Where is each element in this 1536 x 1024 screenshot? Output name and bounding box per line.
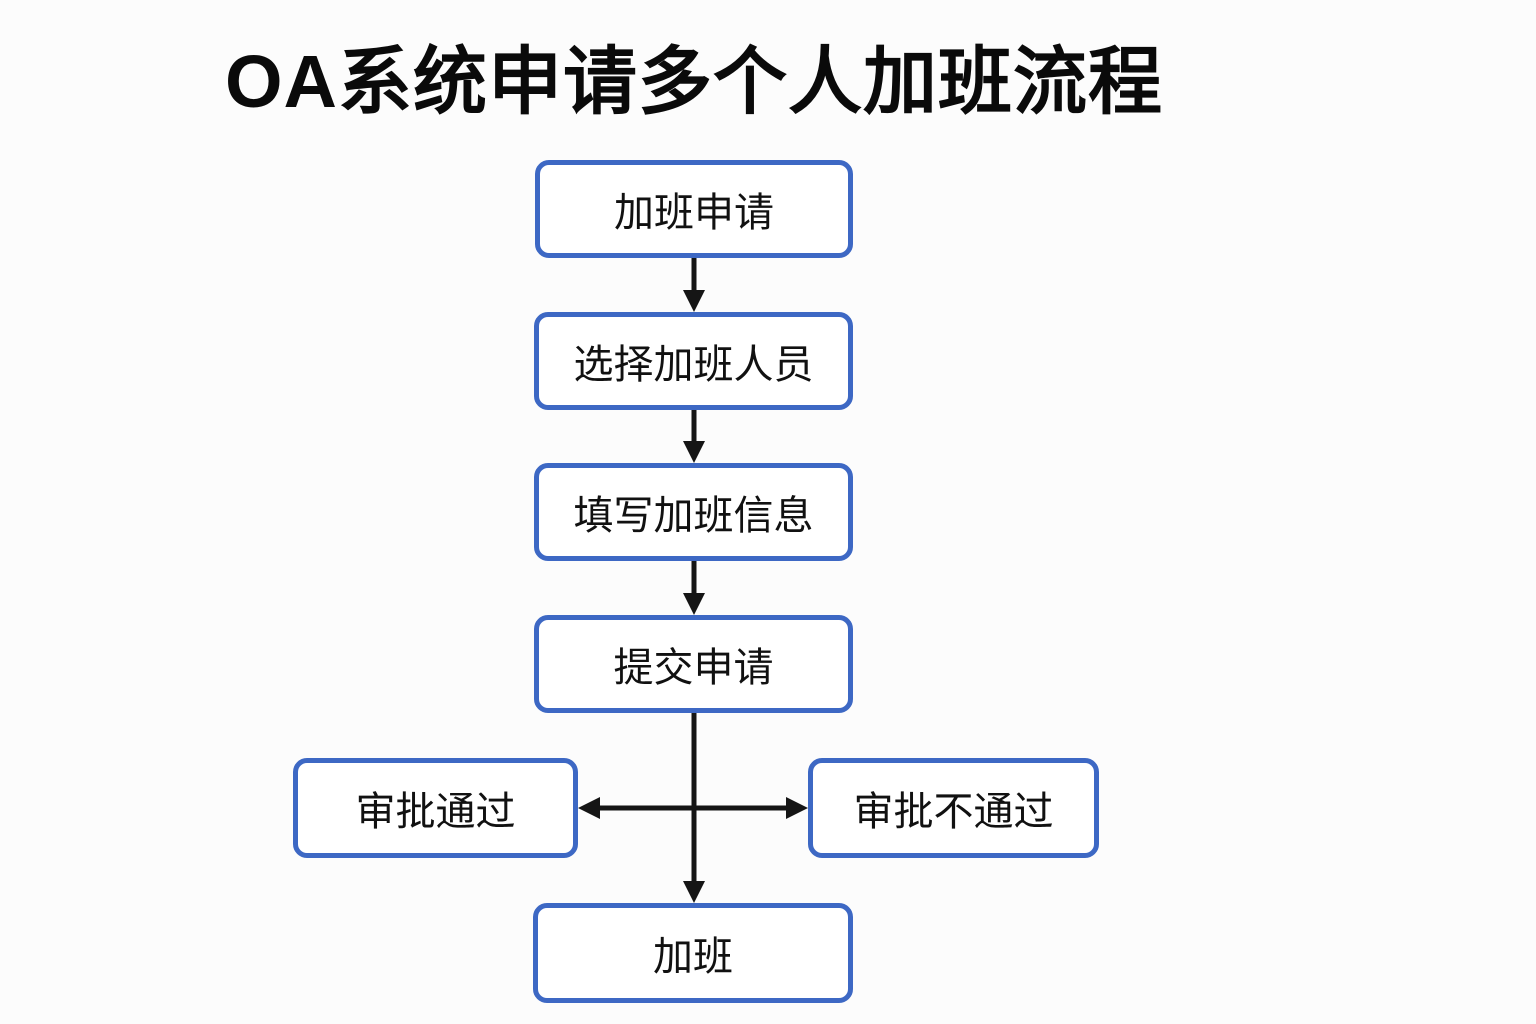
flow-node-select-personnel: 选择加班人员: [534, 312, 853, 410]
flow-node-submit-label: 提交申请: [613, 646, 774, 690]
page-title: OA系统申请多个人加班流程: [225, 40, 1163, 123]
flow-node-apply: 加班申请: [535, 160, 853, 258]
flow-node-fill-info: 填写加班信息: [534, 463, 853, 561]
flow-node-approved: 审批通过: [293, 758, 578, 858]
flow-node-submit: 提交申请: [534, 615, 853, 713]
flow-node-rejected-label: 审批不通过: [853, 790, 1054, 834]
arrowhead-fill-to-submit: [683, 593, 705, 615]
arrowhead-apply-to-select: [683, 290, 705, 312]
flow-node-select-personnel-label: 选择加班人员: [573, 343, 814, 387]
flow-node-apply-label: 加班申请: [614, 191, 774, 235]
flow-node-overtime-label: 加班: [653, 935, 733, 979]
arrowhead-to-approved: [578, 797, 600, 819]
arrowhead-submit-to-overtime: [683, 881, 705, 903]
flow-node-overtime: 加班: [533, 903, 853, 1003]
arrowhead-to-rejected: [786, 797, 808, 819]
flow-node-fill-info-label: 填写加班信息: [573, 494, 814, 538]
flow-node-rejected: 审批不通过: [808, 758, 1099, 858]
flow-node-approved-label: 审批通过: [355, 790, 516, 834]
arrowhead-select-to-fill: [683, 441, 705, 463]
